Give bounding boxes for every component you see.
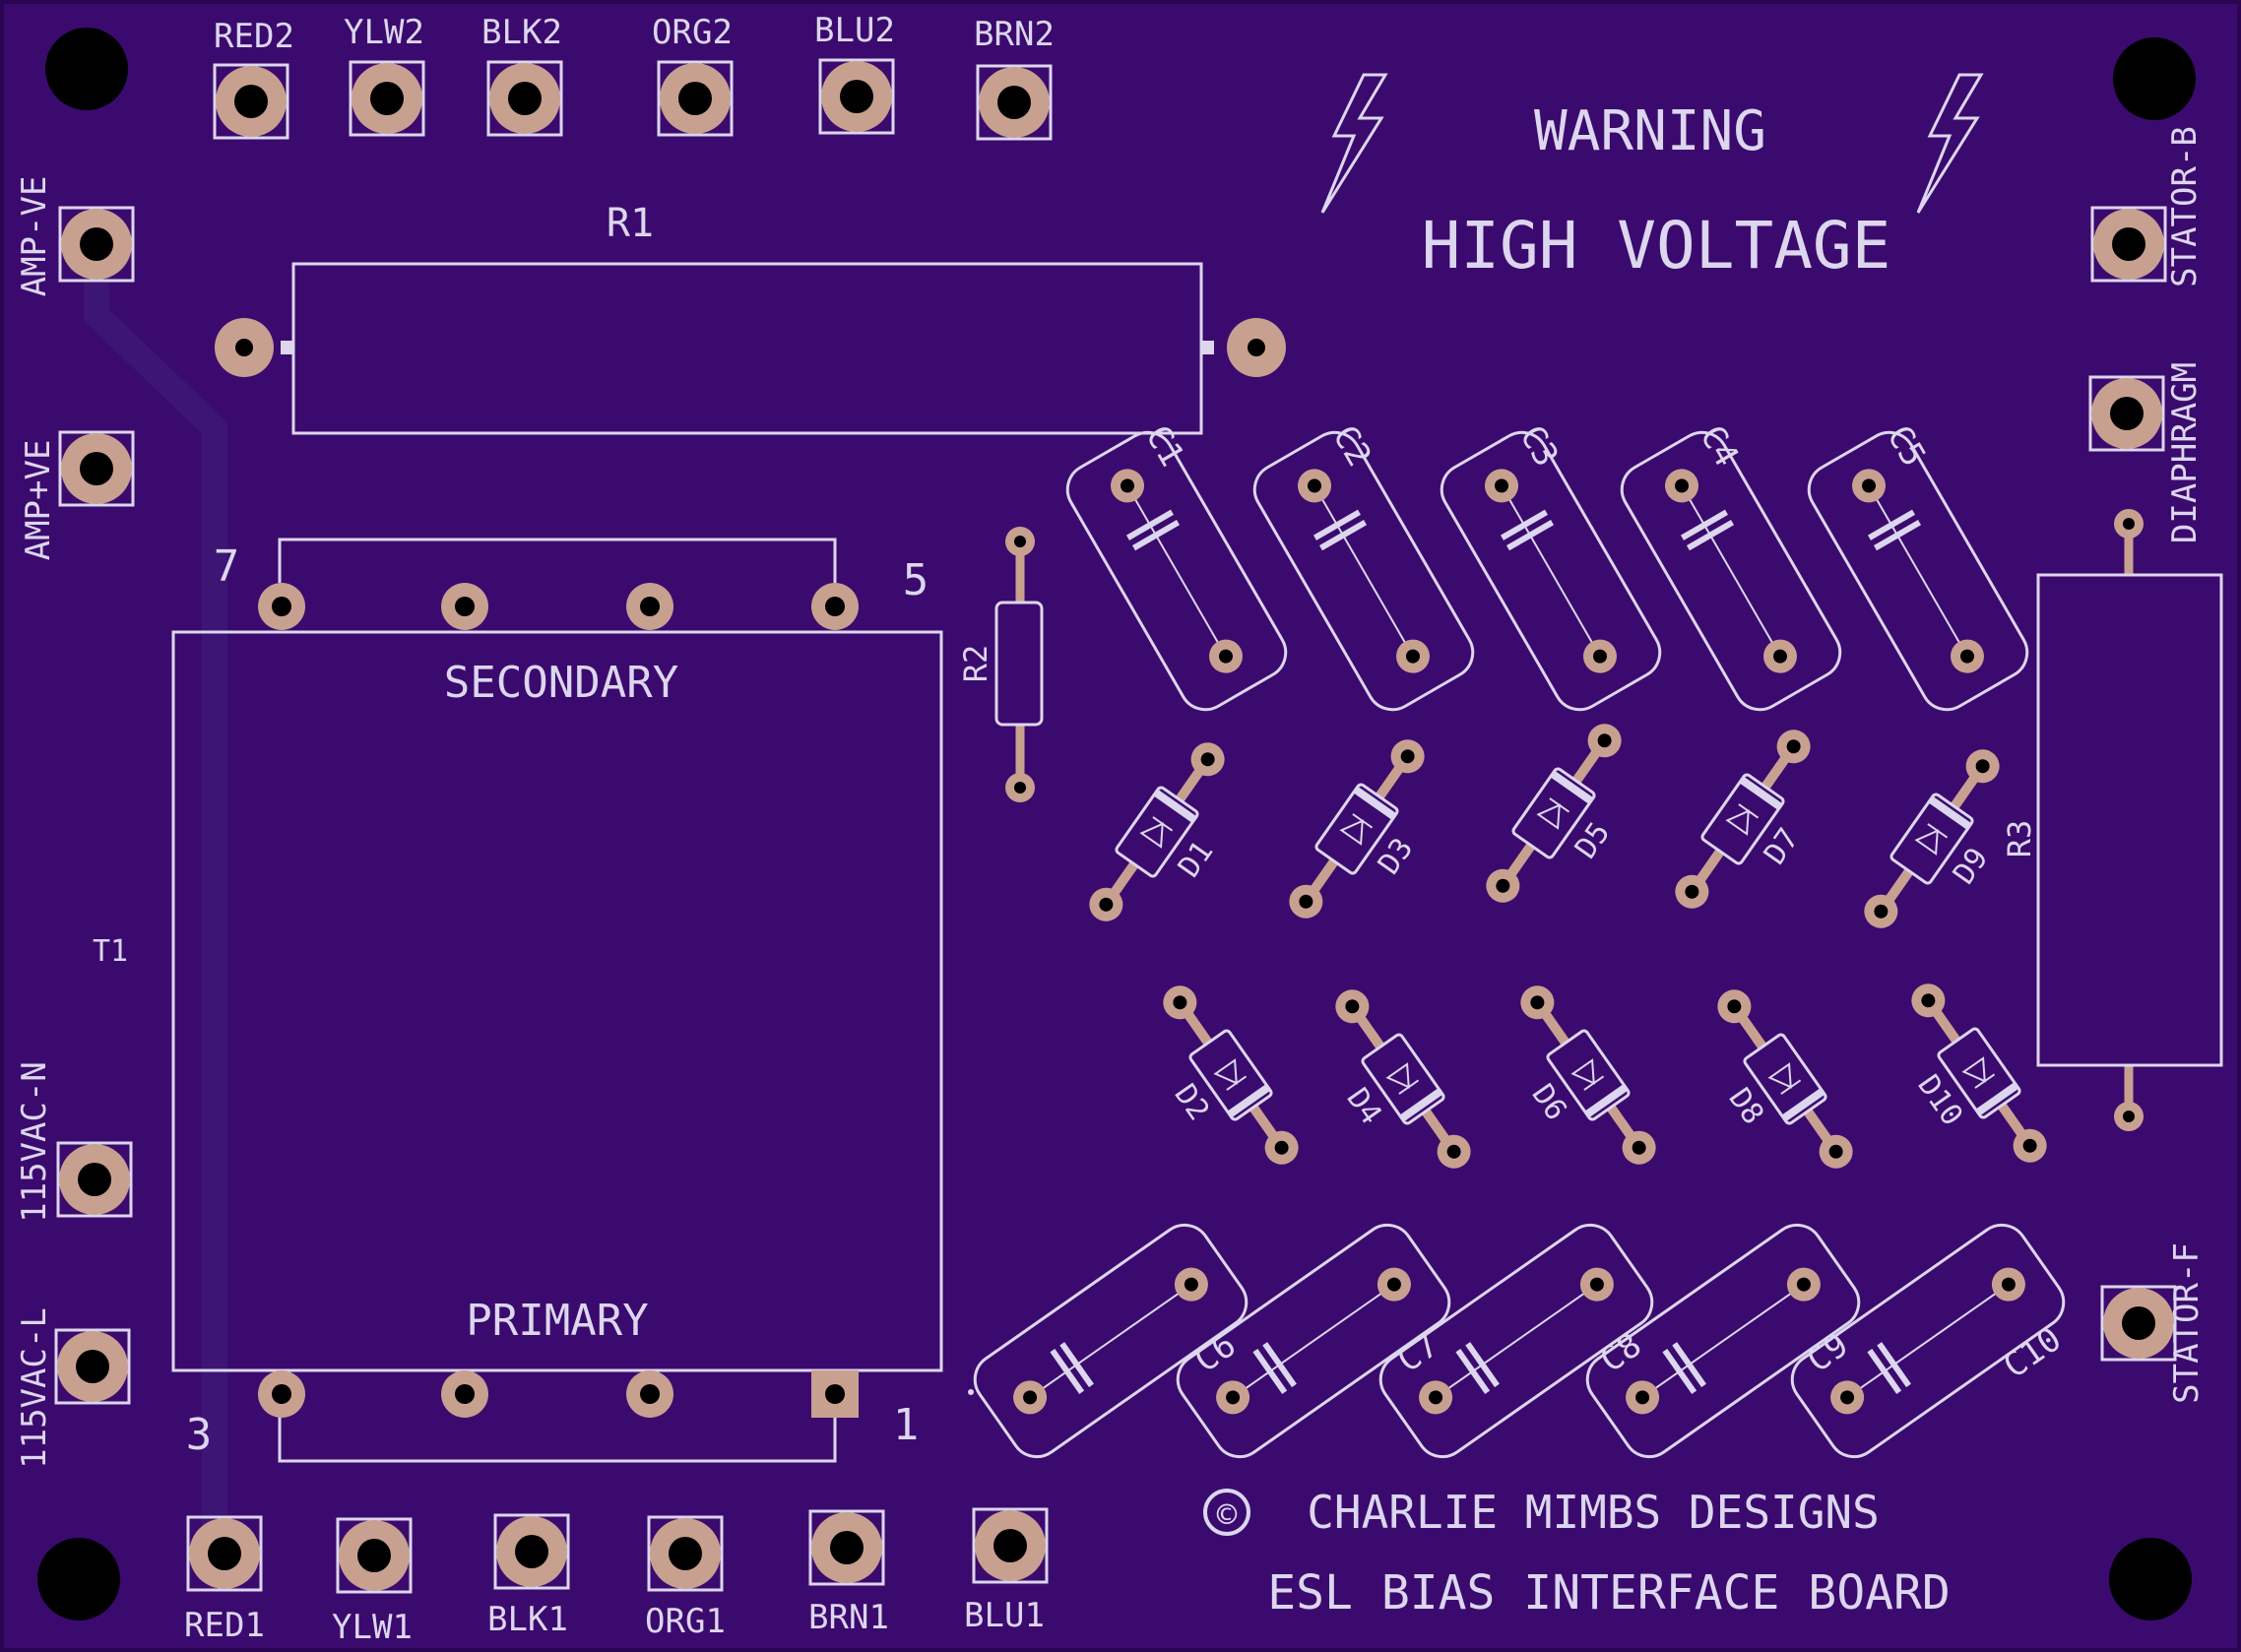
copyright-symbol: © (1217, 1495, 1238, 1535)
connector-label-org1: ORG1 (645, 1602, 726, 1641)
diode-d1: D1 (1089, 742, 1225, 921)
mounting-hole-top-right (2113, 37, 2196, 120)
connector-label-red2: RED2 (214, 17, 294, 56)
capacitor-c5: C5 (1807, 418, 2029, 712)
connector-label-blu2: BLU2 (814, 11, 895, 50)
pin-label-7: 7 (214, 541, 240, 592)
connector-label-amp-ve: AMP-VE (15, 176, 54, 297)
diode-d10: D10 (1910, 984, 2047, 1163)
bottom-connector-row: RED1 YLW1 BLK1 ORG1 BRN1 BLU1 (184, 1507, 1049, 1647)
left-connector-column: AMP-VE AMP+VE 115VAC-N 115VAC-L (15, 176, 135, 1469)
secondary-label: SECONDARY (444, 658, 678, 708)
mounting-hole-top-left (45, 28, 128, 110)
resistor-r1: R1 (215, 201, 1286, 435)
pin-label-5: 5 (903, 555, 929, 605)
pin-label-3: 3 (186, 1410, 213, 1460)
label-r3: R3 (2001, 820, 2038, 858)
connector-label-115vac-l: 115VAC-L (15, 1307, 54, 1469)
resistor-r2: R2 (957, 527, 1044, 802)
top-connector-row: RED2 YLW2 BLK2 ORG2 BLU2 BRN2 (213, 11, 1055, 141)
warning-block: WARNING HIGH VOLTAGE (1320, 73, 1983, 284)
connector-label-diaphragm: DIAPHRAGM (2165, 362, 2205, 543)
connector-label-ylw2: YLW2 (344, 13, 424, 52)
right-connector-column: STATOR-B DIAPHRAGM STATOR-F (2088, 126, 2207, 1404)
connector-label-stator-f: STATOR-F (2167, 1242, 2207, 1404)
product-name: ESL BIAS INTERFACE BOARD (1267, 1565, 1951, 1620)
connector-label-amp-pve: AMP+VE (19, 440, 58, 561)
connector-label-blk1: BLK1 (487, 1600, 568, 1639)
connector-label-brn1: BRN1 (808, 1598, 889, 1637)
connector-label-red1: RED1 (184, 1606, 265, 1645)
connector-label-ylw1: YLW1 (332, 1608, 413, 1647)
resistor-r3: R3 (2001, 509, 2223, 1131)
copyright-icon (1203, 1489, 1250, 1536)
label-t1: T1 (93, 934, 128, 969)
company-name: CHARLIE MIMBS DESIGNS (1307, 1486, 1880, 1539)
label-r2: R2 (957, 645, 994, 683)
connector-label-115vac-n: 115VAC-N (15, 1061, 54, 1223)
diode-d4: D4 (1335, 989, 1471, 1169)
mounting-hole-bottom-right (2109, 1538, 2192, 1620)
transformer-t1: SECONDARY PRIMARY T1 7 5 3 1 (93, 538, 974, 1463)
high-voltage-text: HIGH VOLTAGE (1422, 208, 1891, 284)
diode-d8: D8 (1717, 989, 1853, 1169)
label-r1: R1 (607, 201, 654, 246)
connector-label-org2: ORG2 (652, 13, 733, 52)
credits: © CHARLIE MIMBS DESIGNS ESL BIAS INTERFA… (1203, 1486, 1951, 1620)
warning-text: WARNING (1534, 99, 1766, 163)
connector-label-stator-b: STATOR-B (2165, 126, 2205, 287)
mounting-hole-bottom-left (37, 1538, 120, 1620)
primary-label: PRIMARY (466, 1296, 648, 1346)
pin-label-1: 1 (893, 1400, 920, 1450)
connector-label-blu1: BLU1 (964, 1596, 1045, 1635)
connector-label-brn2: BRN2 (974, 15, 1055, 54)
connector-label-blk2: BLK2 (481, 13, 562, 52)
